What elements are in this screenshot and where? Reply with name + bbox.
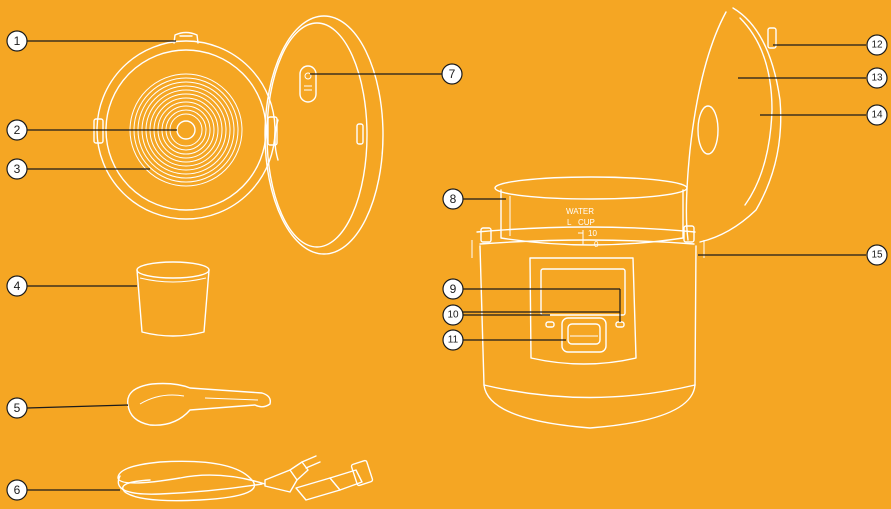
callout-1: 1 [7,31,27,51]
svg-text:2: 2 [14,123,21,137]
callout-15: 15 [867,245,887,265]
svg-text:8: 8 [450,192,457,206]
callout-10: 10 [443,305,463,325]
scale-zero: 0 [594,240,599,249]
scale-l: L [567,218,572,227]
callout-8: 8 [443,189,463,209]
svg-text:14: 14 [871,110,883,121]
svg-text:13: 13 [871,73,883,84]
scale-ten: 10 [588,229,597,238]
svg-text:12: 12 [871,40,883,51]
svg-text:11: 11 [448,335,459,346]
svg-text:15: 15 [871,250,883,261]
svg-text:5: 5 [14,401,21,415]
callout-4: 4 [7,276,27,296]
svg-text:10: 10 [447,310,459,321]
scale-water: WATER [566,207,594,216]
callout-6: 6 [7,480,27,500]
callout-12: 12 [867,35,887,55]
scale-cup: CUP [578,218,595,227]
svg-text:4: 4 [14,279,21,293]
callout-9: 9 [443,279,463,299]
callout-11: 11 [443,330,463,350]
svg-text:9: 9 [450,282,457,296]
callout-5: 5 [7,398,27,418]
callout-14: 14 [867,105,887,125]
callout-7: 7 [442,64,462,84]
svg-text:6: 6 [14,483,21,497]
callout-3: 3 [7,159,27,179]
callout-2: 2 [7,120,27,140]
svg-text:3: 3 [14,162,21,176]
svg-text:7: 7 [449,67,456,81]
callout-13: 13 [867,68,887,88]
svg-text:1: 1 [14,34,21,48]
